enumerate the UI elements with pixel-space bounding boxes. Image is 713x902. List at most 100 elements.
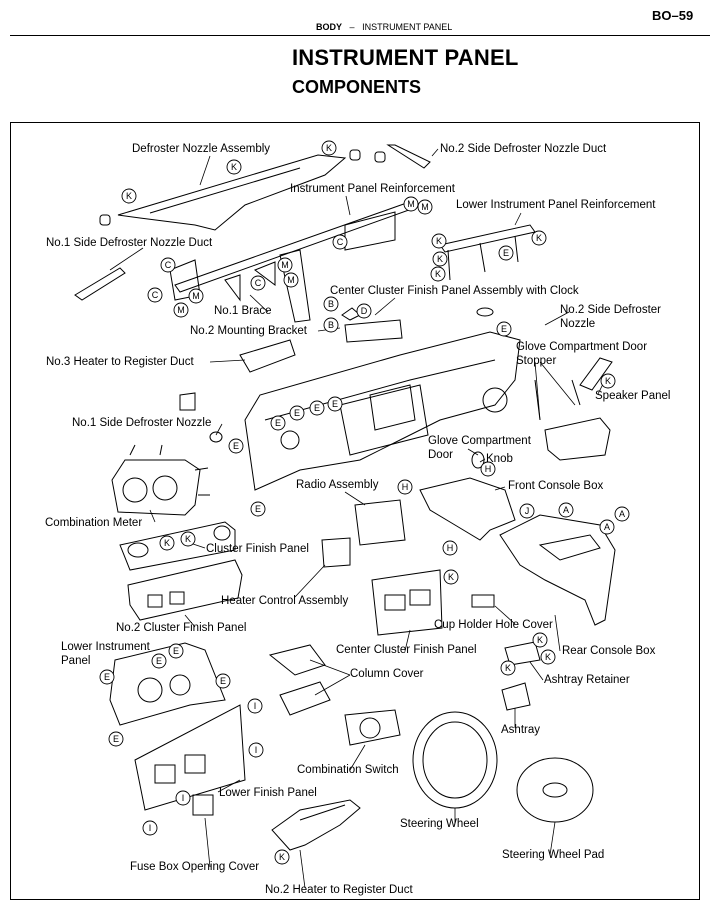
page-number: BO–59 <box>652 8 694 23</box>
drawing-stroke <box>142 820 158 836</box>
drawing-stroke <box>542 782 568 798</box>
drawing-stroke <box>74 267 126 301</box>
drawing-stroke <box>494 605 516 625</box>
drawing-stroke <box>531 230 547 246</box>
callout-e: E <box>501 324 507 334</box>
label-no1-side-defroster-nozzle-duct: No.1 Side Defroster Nozzle Duct <box>46 237 213 249</box>
drawing-stroke <box>354 499 406 546</box>
drawing-stroke <box>271 799 361 851</box>
label-glove-compartment-door-stopper: Glove Compartment Door <box>516 341 648 353</box>
drawing-stroke <box>127 542 149 558</box>
drawing-stroke <box>501 682 531 711</box>
drawing-stroke <box>119 521 236 571</box>
callout-m: M <box>421 202 429 212</box>
callout-a: A <box>604 522 610 532</box>
drawing-stroke <box>529 661 544 681</box>
drawing-stroke <box>344 491 366 506</box>
callout-e: E <box>113 734 119 744</box>
header-subsection: INSTRUMENT PANEL <box>362 22 453 32</box>
drawing-stroke <box>479 458 486 463</box>
callout-i: I <box>255 745 258 755</box>
label-no2-heater-to-register-duct: No.2 Heater to Register Duct <box>265 884 413 896</box>
drawing-stroke <box>248 742 264 758</box>
callout-e: E <box>104 672 110 682</box>
drawing-stroke <box>283 272 299 288</box>
drawing-stroke <box>160 257 176 273</box>
drawing-stroke <box>184 754 206 774</box>
callout-k: K <box>448 572 454 582</box>
drawing-stroke <box>299 849 306 889</box>
label-cluster-finish-panel: Cluster Finish Panel <box>206 543 309 555</box>
callout-h: H <box>402 482 409 492</box>
drawing-stroke <box>494 486 506 491</box>
drawing-stroke <box>149 167 301 214</box>
drawing-stroke <box>270 415 286 431</box>
drawing-stroke <box>430 266 446 282</box>
drawing-stroke <box>129 444 210 496</box>
drawing-stroke <box>188 288 204 304</box>
drawing-stroke <box>274 849 290 865</box>
label-steering-wheel: Steering Wheel <box>400 818 479 830</box>
drawing-stroke <box>356 303 372 319</box>
label-glove-compartment-door-stopper-line2: Stopper <box>516 355 557 367</box>
label-lower-finish-panel: Lower Finish Panel <box>219 787 317 799</box>
drawing-stroke <box>169 674 191 696</box>
drawing-stroke <box>480 461 496 477</box>
callout-k: K <box>437 254 443 264</box>
drawing-stroke <box>600 373 616 389</box>
callout-m: M <box>287 275 295 285</box>
drawing-stroke <box>516 757 594 823</box>
callout-k: K <box>231 162 237 172</box>
label-ashtray: Ashtray <box>501 724 540 736</box>
callout-e: E <box>233 441 239 451</box>
drawing-stroke <box>179 392 196 411</box>
page-subtitle: COMPONENTS <box>292 77 422 97</box>
callout-k: K <box>185 534 191 544</box>
drawing-stroke <box>250 275 266 291</box>
drawing-stroke <box>544 417 611 461</box>
running-header: BODY – INSTRUMENT PANEL <box>316 22 452 32</box>
drawing-stroke <box>419 477 516 541</box>
no2-side-defroster-duct-shape <box>386 144 431 169</box>
drawing-stroke <box>514 212 522 226</box>
drawing-stroke <box>349 744 366 771</box>
label-front-console-box: Front Console Box <box>508 480 604 492</box>
label-no2-side-defroster-nozzle: No.2 Side Defroster <box>560 304 661 316</box>
drawing-stroke <box>442 540 458 556</box>
drawing-stroke <box>169 591 185 605</box>
label-no1-side-defroster-nozzle: No.1 Side Defroster Nozzle <box>72 417 212 429</box>
drawing-stroke <box>539 361 576 406</box>
drawing-stroke <box>224 274 241 302</box>
drawing-stroke <box>532 632 548 648</box>
drawing-stroke <box>359 717 381 739</box>
drawing-stroke <box>247 698 263 714</box>
label-radio-assembly: Radio Assembly <box>296 479 379 491</box>
drawing-stroke <box>151 653 167 669</box>
diagram-frame <box>10 122 700 900</box>
callout-a: A <box>619 509 625 519</box>
drawing-stroke <box>279 249 311 323</box>
callout-b: B <box>328 299 334 309</box>
label-heater-control-assembly: Heater Control Assembly <box>221 595 349 607</box>
drawing-stroke <box>228 438 244 454</box>
drawing-stroke <box>309 659 351 676</box>
label-lower-instrument-panel: Lower Instrument <box>61 641 150 653</box>
callout-e: E <box>220 676 226 686</box>
drawing-stroke <box>184 614 196 628</box>
drawing-stroke <box>154 764 176 784</box>
drawing-stroke <box>447 235 519 281</box>
callout-b: B <box>328 320 334 330</box>
callout-e: E <box>332 399 338 409</box>
callout-e: E <box>294 408 300 418</box>
label-lower-instrument-panel-line2: Panel <box>61 655 91 667</box>
drawing-stroke <box>344 319 403 343</box>
drawing-stroke <box>280 430 300 450</box>
callout-m: M <box>407 199 415 209</box>
label-lower-instrument-panel-reinforcement: Lower Instrument Panel Reinforcement <box>456 199 656 211</box>
callout-e: E <box>255 504 261 514</box>
drawing-stroke <box>404 629 411 652</box>
label-fuse-box-opening-cover: Fuse Box Opening Cover <box>130 861 260 873</box>
label-rear-console-box: Rear Console Box <box>562 645 656 657</box>
drawing-stroke <box>209 359 246 363</box>
